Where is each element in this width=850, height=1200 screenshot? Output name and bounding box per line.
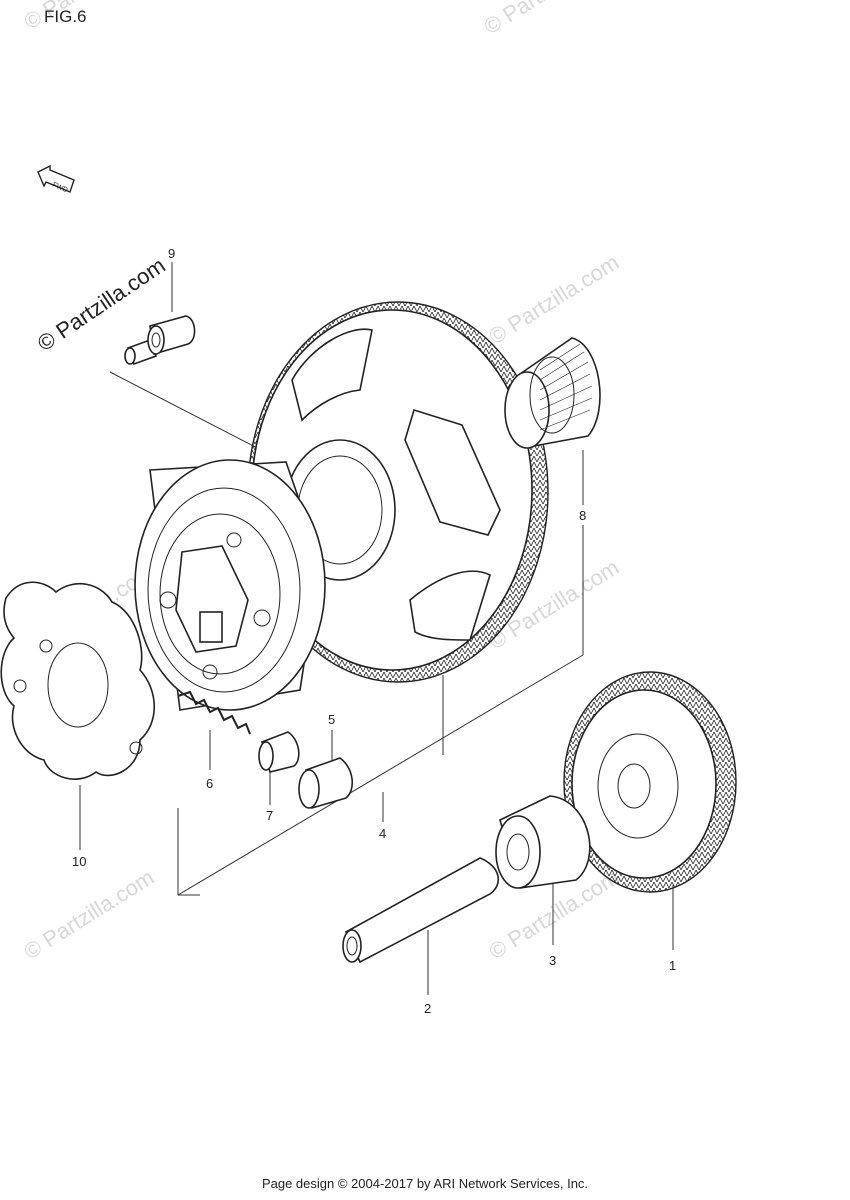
footer-copyright: Page design © 2004-2017 by ARI Network S…	[261, 1176, 589, 1191]
part-1-idle-gear[interactable]	[563, 671, 737, 893]
part-3-bushing[interactable]	[495, 795, 591, 889]
part-4-starter-gear[interactable]	[247, 301, 549, 683]
part-6-spring[interactable]	[177, 690, 251, 735]
fwd-arrow-icon: FWD	[37, 164, 75, 194]
part-4-clutch-housing[interactable]	[134, 459, 326, 711]
callout-10: 10	[72, 854, 86, 869]
part-5-roller[interactable]	[298, 757, 353, 810]
watermark: © Partzilla.com	[479, 0, 618, 39]
watermark: © Partzilla.com	[19, 0, 158, 34]
callout-8: 8	[579, 508, 586, 523]
part-7-cap[interactable]	[258, 731, 300, 773]
watermark: © Partzilla.com	[484, 249, 623, 349]
callout-6: 6	[206, 776, 213, 791]
figure-label: FIG.6	[44, 7, 87, 26]
callouts: 1 2 3 4 5 6 7 8 9 10	[72, 246, 676, 1016]
callout-1: 1	[669, 958, 676, 973]
watermark: © Partzilla.com	[19, 864, 158, 964]
part-9-bolt[interactable]	[124, 315, 196, 366]
callout-9: 9	[168, 246, 175, 261]
callout-5: 5	[328, 712, 335, 727]
callout-4: 4	[379, 826, 386, 841]
part-10-plate[interactable]	[0, 581, 156, 780]
part-8-needle-bearing[interactable]	[504, 337, 601, 449]
callout-3: 3	[549, 953, 556, 968]
part-2-shaft[interactable]	[342, 857, 500, 964]
callout-2: 2	[424, 1001, 431, 1016]
callout-7: 7	[266, 808, 273, 823]
